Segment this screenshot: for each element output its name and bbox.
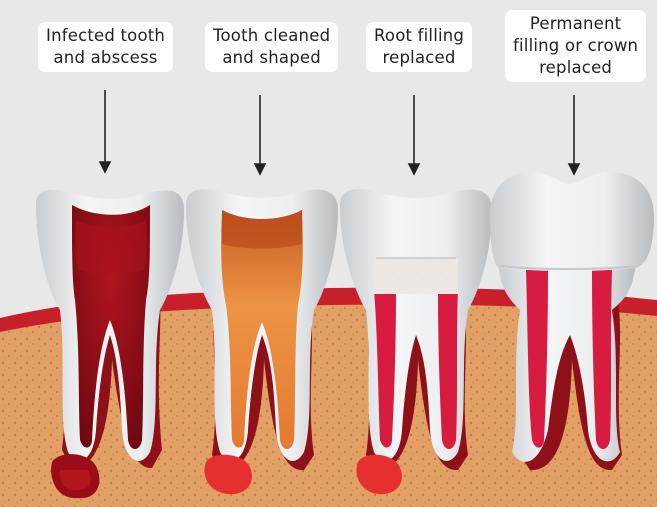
- apex-blob: [356, 454, 402, 495]
- apex-blob: [204, 454, 252, 495]
- bone-tissue: [0, 304, 657, 507]
- tooth-root-filled: [340, 189, 492, 495]
- tooth-crowned: [490, 171, 654, 471]
- label-permanent-filling: Permanent filling or crown replaced: [505, 10, 647, 82]
- arrows: [98, 90, 581, 176]
- label-root-filling: Root filling replaced: [366, 22, 473, 72]
- label-tooth-cleaned: Tooth cleaned and shaped: [205, 22, 339, 72]
- tooth-cleaned: [186, 189, 338, 495]
- label-infected-tooth: Infected tooth and abscess: [38, 22, 174, 72]
- tooth-infected: [36, 189, 184, 499]
- crown: [490, 171, 654, 271]
